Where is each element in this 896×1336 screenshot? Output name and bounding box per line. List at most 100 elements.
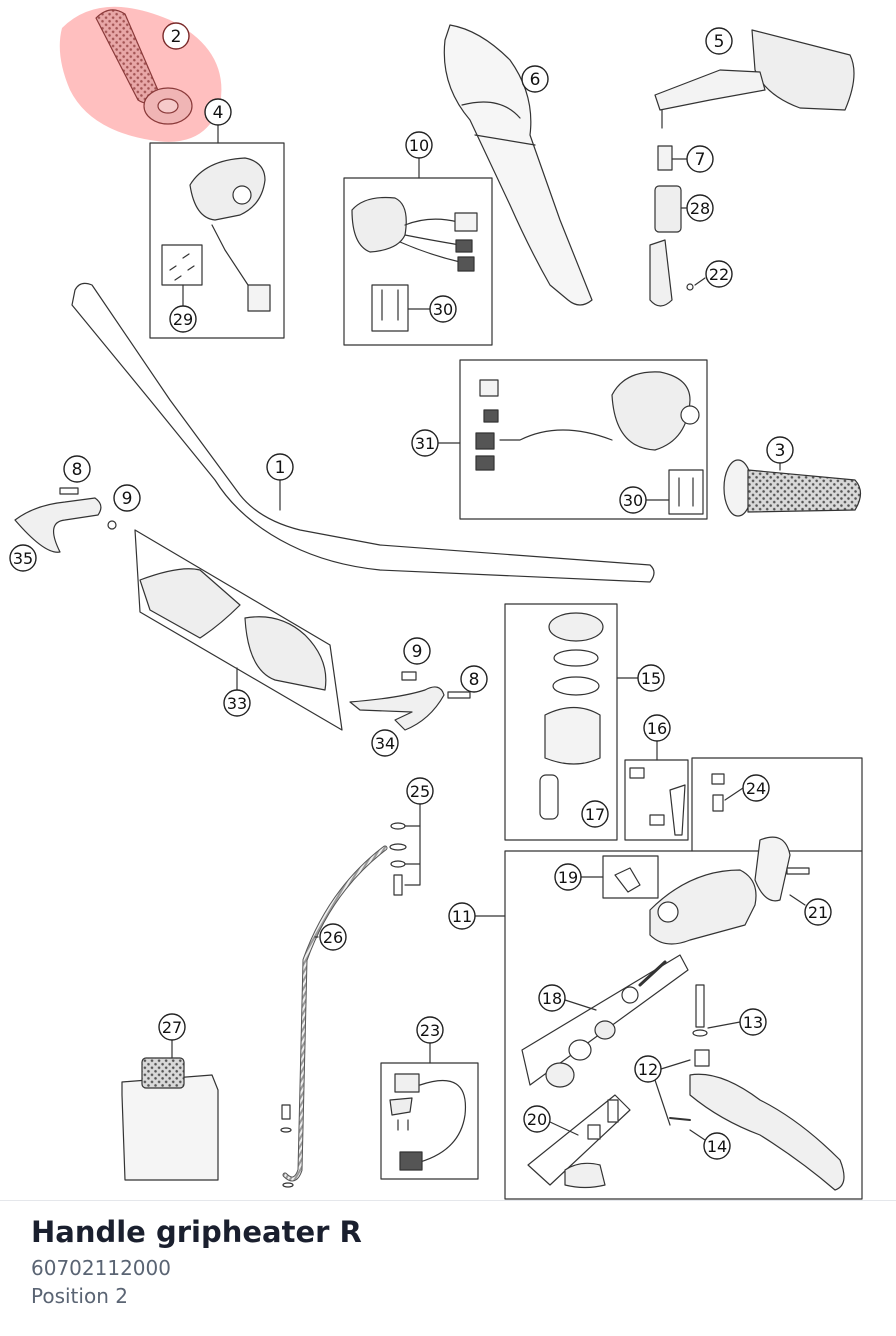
- callout-c29[interactable]: 29: [169, 305, 197, 333]
- callout-number: 3: [775, 441, 786, 461]
- callout-number: 17: [585, 805, 605, 824]
- callout-c6[interactable]: 6: [521, 65, 549, 93]
- callout-number: 28: [690, 199, 710, 218]
- part-15-brake-reservoir[interactable]: [504, 603, 618, 841]
- callout-number: 16: [647, 719, 667, 738]
- callout-c7[interactable]: 7: [686, 145, 714, 173]
- callout-number: 1: [275, 458, 286, 478]
- callout-number: 9: [122, 489, 133, 509]
- callout-c30a[interactable]: 30: [429, 295, 457, 323]
- callout-number: 5: [714, 32, 725, 52]
- callout-c18[interactable]: 18: [538, 984, 566, 1012]
- callout-c25[interactable]: 25: [406, 777, 434, 805]
- part-1-handlebar[interactable]: [71, 282, 655, 583]
- part-title: Handle gripheater R: [31, 1215, 362, 1249]
- callout-number: 12: [638, 1060, 658, 1079]
- callout-c3[interactable]: 3: [766, 436, 794, 464]
- callout-c34[interactable]: 34: [371, 729, 399, 757]
- parts-7-28-22-mount[interactable]: [649, 145, 694, 307]
- callout-c13[interactable]: 13: [739, 1008, 767, 1036]
- callout-number: 18: [542, 989, 562, 1008]
- callout-c26[interactable]: 26: [319, 923, 347, 951]
- callout-number: 30: [433, 300, 453, 319]
- parts-13-12-14-lever[interactable]: [669, 984, 845, 1191]
- callout-c28[interactable]: 28: [686, 194, 714, 222]
- callout-number: 2: [171, 27, 182, 47]
- callout-number: 9: [412, 642, 423, 662]
- callout-number: 34: [375, 734, 395, 753]
- callout-number: 27: [162, 1018, 182, 1037]
- part-34-lever-guard-right[interactable]: [349, 671, 471, 731]
- callout-c1[interactable]: 1: [266, 453, 294, 481]
- callout-number: 21: [808, 903, 828, 922]
- callout-c8a[interactable]: 8: [63, 455, 91, 483]
- callout-c33[interactable]: 33: [223, 689, 251, 717]
- callout-c19[interactable]: 19: [554, 863, 582, 891]
- callout-c30b[interactable]: 30: [619, 486, 647, 514]
- callout-number: 8: [72, 460, 83, 480]
- callout-number: 8: [469, 670, 480, 690]
- callout-number: 31: [415, 434, 435, 453]
- part-18-piston-kit[interactable]: [521, 954, 689, 1088]
- callout-c4[interactable]: 4: [204, 98, 232, 126]
- part-33-handguard-shells[interactable]: [134, 529, 343, 731]
- part-20-lever-pivot[interactable]: [527, 1094, 631, 1189]
- callout-number: 6: [530, 70, 541, 90]
- part-3-right-grip[interactable]: [723, 459, 862, 517]
- callout-c27[interactable]: 27: [158, 1013, 186, 1041]
- callout-number: 13: [743, 1013, 763, 1032]
- callout-number: 11: [452, 907, 472, 926]
- callout-c21[interactable]: 21: [804, 898, 832, 926]
- callout-c9b[interactable]: 9: [403, 637, 431, 665]
- parts-25-26-brake-line[interactable]: [280, 822, 407, 1188]
- callout-c20[interactable]: 20: [523, 1105, 551, 1133]
- callout-number: 7: [695, 150, 706, 170]
- part-4-heated-grip-switch[interactable]: [149, 142, 285, 339]
- part-10-left-switch[interactable]: [343, 177, 493, 346]
- callout-c10[interactable]: 10: [405, 131, 433, 159]
- callout-number: 14: [707, 1137, 727, 1156]
- callout-number: 30: [623, 491, 643, 510]
- callout-c24[interactable]: 24: [742, 774, 770, 802]
- callout-number: 24: [746, 779, 766, 798]
- callout-number: 4: [213, 103, 224, 123]
- callout-c9a[interactable]: 9: [113, 484, 141, 512]
- callout-number: 19: [558, 868, 578, 887]
- part-info-panel: [0, 1200, 896, 1336]
- callout-number: 15: [641, 669, 661, 688]
- part-16-screw-set[interactable]: [624, 759, 689, 841]
- callout-number: 33: [227, 694, 247, 713]
- callout-labels: 2429103065728223130318935339834151617242…: [9, 22, 832, 1160]
- part-31-right-switch[interactable]: [459, 359, 708, 520]
- callout-c8b[interactable]: 8: [460, 665, 488, 693]
- callout-number: 25: [410, 782, 430, 801]
- callout-c31[interactable]: 31: [411, 429, 439, 457]
- callout-c22[interactable]: 22: [705, 260, 733, 288]
- part-27-brake-fluid[interactable]: [121, 1057, 219, 1181]
- part-11-master-cylinder-body[interactable]: [649, 869, 757, 945]
- callout-c2[interactable]: 2: [162, 22, 190, 50]
- callout-c12[interactable]: 12: [634, 1055, 662, 1083]
- callout-number: 22: [709, 265, 729, 284]
- callout-c11[interactable]: 11: [448, 902, 476, 930]
- callout-c16[interactable]: 16: [643, 714, 671, 742]
- part-2-left-grip[interactable]: [59, 6, 222, 142]
- parts-24-21-19-fittings[interactable]: [602, 773, 810, 902]
- callout-c35[interactable]: 35: [9, 544, 37, 572]
- callout-c17[interactable]: 17: [581, 800, 609, 828]
- callout-number: 10: [409, 136, 429, 155]
- callout-c14[interactable]: 14: [703, 1132, 731, 1160]
- part-11-master-cylinder-box: [504, 850, 863, 1200]
- part-5-mirror[interactable]: [654, 29, 855, 129]
- part-position: Position 2: [31, 1284, 128, 1308]
- callout-number: 20: [527, 1110, 547, 1129]
- exploded-parts-diagram: 2429103065728223130318935339834151617242…: [9, 6, 863, 1200]
- callout-c15[interactable]: 15: [637, 664, 665, 692]
- callout-number: 23: [420, 1021, 440, 1040]
- part-23-brake-light-switch[interactable]: [380, 1062, 479, 1180]
- callout-c23[interactable]: 23: [416, 1016, 444, 1044]
- callout-c5[interactable]: 5: [705, 27, 733, 55]
- part-35-lever-guard-left[interactable]: [14, 487, 117, 553]
- callout-number: 29: [173, 310, 193, 329]
- part-6-handguard[interactable]: [443, 24, 593, 306]
